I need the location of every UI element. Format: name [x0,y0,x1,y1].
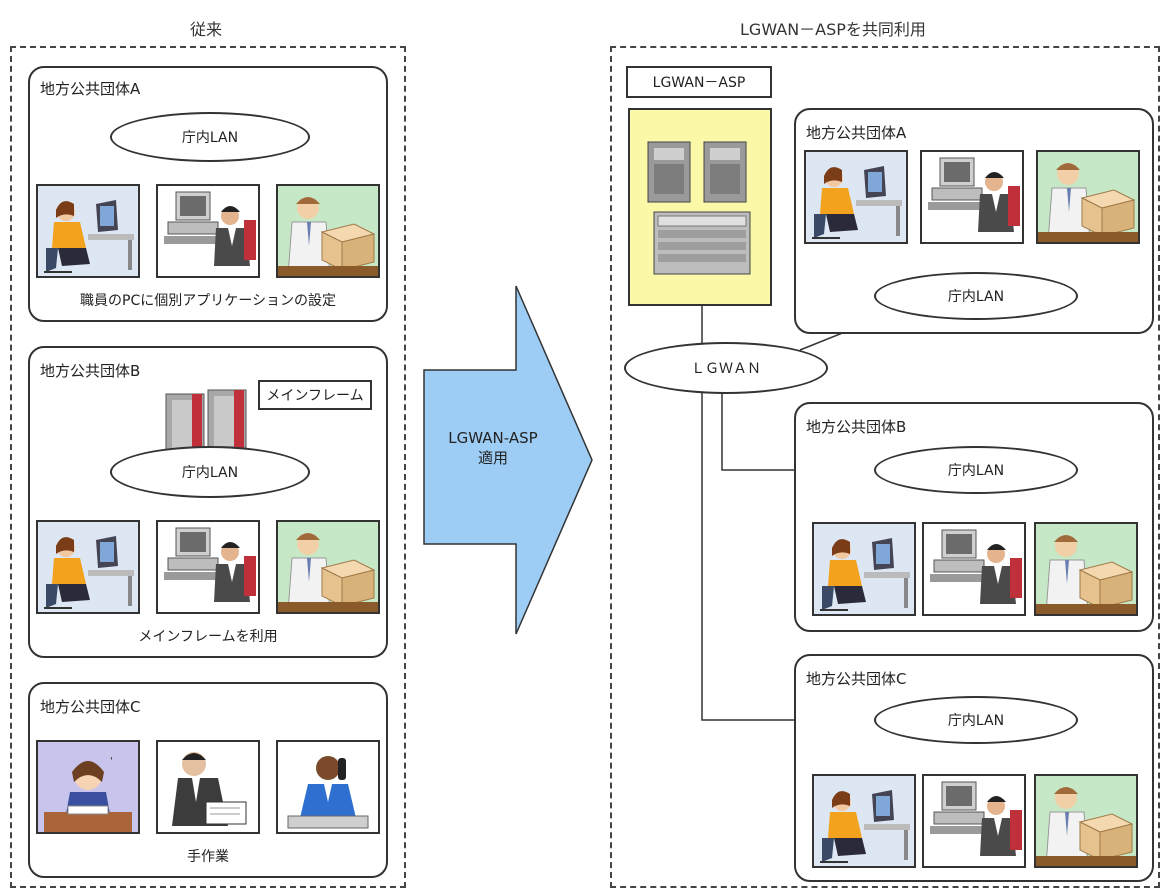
mainframe-icon [162,388,252,452]
right-a-lan: 庁内LAN [874,272,1078,320]
asp-server-area [628,108,772,306]
man-at-terminal-icon [156,184,260,278]
mainframe-text: メインフレーム [266,388,364,404]
lgwan-network: ＬＧＷＡＮ [624,342,828,394]
right-panel-c-label: 地方公共団体C [806,670,907,688]
woman-at-computer-icon [804,150,908,244]
right-b-lan: 庁内LAN [874,446,1078,494]
man-at-terminal-icon [922,522,1026,616]
man-at-terminal-icon [922,774,1026,868]
man-with-boxes-icon [1034,774,1138,868]
right-panel-b-label: 地方公共団体B [806,418,907,436]
woman-at-computer-icon [36,184,140,278]
man-at-terminal-icon [920,150,1024,244]
right-dashed-frame [610,46,1160,888]
mainframe-label: メインフレーム [258,380,372,410]
transition-arrow [423,285,593,635]
man-at-terminal-icon [156,520,260,614]
right-c-lan: 庁内LAN [874,696,1078,744]
worried-woman-icon: ' [36,740,140,834]
arrow-line-1: LGWAN-ASP [448,429,538,447]
man-with-boxes-icon [1034,522,1138,616]
left-panel-c-label: 地方公共団体C [40,698,141,716]
left-panel-c-caption: 手作業 [187,849,229,865]
server-rack-icon [647,141,751,275]
left-b-lan: 庁内LAN [110,446,310,498]
left-dashed-frame [10,46,406,888]
lan-label: 庁内LAN [947,713,1005,729]
left-panel-b-caption: メインフレームを利用 [138,629,278,645]
right-title: LGWAN－ASPを共同利用 [740,20,926,39]
man-writing-icon [156,740,260,834]
lan-label: 庁内LAN [181,465,239,481]
arrow-label: LGWAN-ASP 適用 [420,428,566,468]
left-panel-a-label: 地方公共団体A [40,80,141,98]
man-on-phone-icon [276,740,380,834]
left-a-lan: 庁内LAN [110,112,310,162]
asp-label-box: LGWAN－ASP [626,66,772,98]
woman-at-computer-icon [36,520,140,614]
left-panel-b-label: 地方公共団体B [40,362,141,380]
left-title: 従来 [190,20,223,39]
svg-text:': ' [110,756,113,767]
lan-label: 庁内LAN [947,463,1005,479]
woman-at-computer-icon [812,774,916,868]
man-with-boxes-icon [1036,150,1140,244]
lan-label: 庁内LAN [947,289,1005,305]
left-panel-a-caption: 職員のPCに個別アプリケーションの設定 [80,293,336,309]
lgwan-label: ＬＧＷＡＮ [691,361,761,377]
asp-label: LGWAN－ASP [652,75,746,91]
lan-label: 庁内LAN [181,130,239,146]
man-with-boxes-icon [276,520,380,614]
man-with-boxes-icon [276,184,380,278]
right-panel-a-label: 地方公共団体A [806,124,907,142]
woman-at-computer-icon [812,522,916,616]
arrow-line-2: 適用 [477,449,508,467]
